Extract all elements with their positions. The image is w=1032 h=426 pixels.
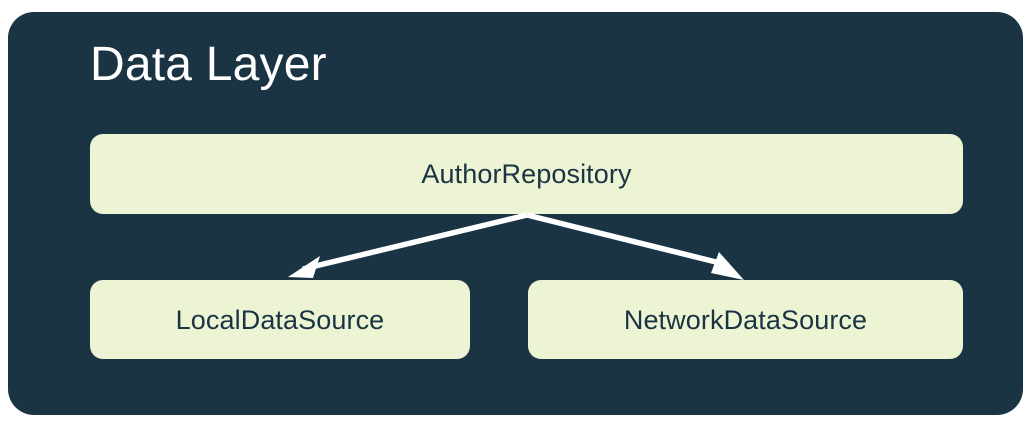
- page-title: Data Layer: [90, 38, 327, 91]
- node-network-data-source[interactable]: NetworkDataSource: [528, 280, 963, 359]
- node-label-author-repository: AuthorRepository: [421, 159, 632, 189]
- node-author-repository[interactable]: AuthorRepository: [90, 134, 963, 214]
- node-local-data-source[interactable]: LocalDataSource: [90, 280, 470, 359]
- node-label-local-data-source: LocalDataSource: [175, 304, 385, 335]
- node-label-network-data-source: NetworkDataSource: [623, 304, 868, 335]
